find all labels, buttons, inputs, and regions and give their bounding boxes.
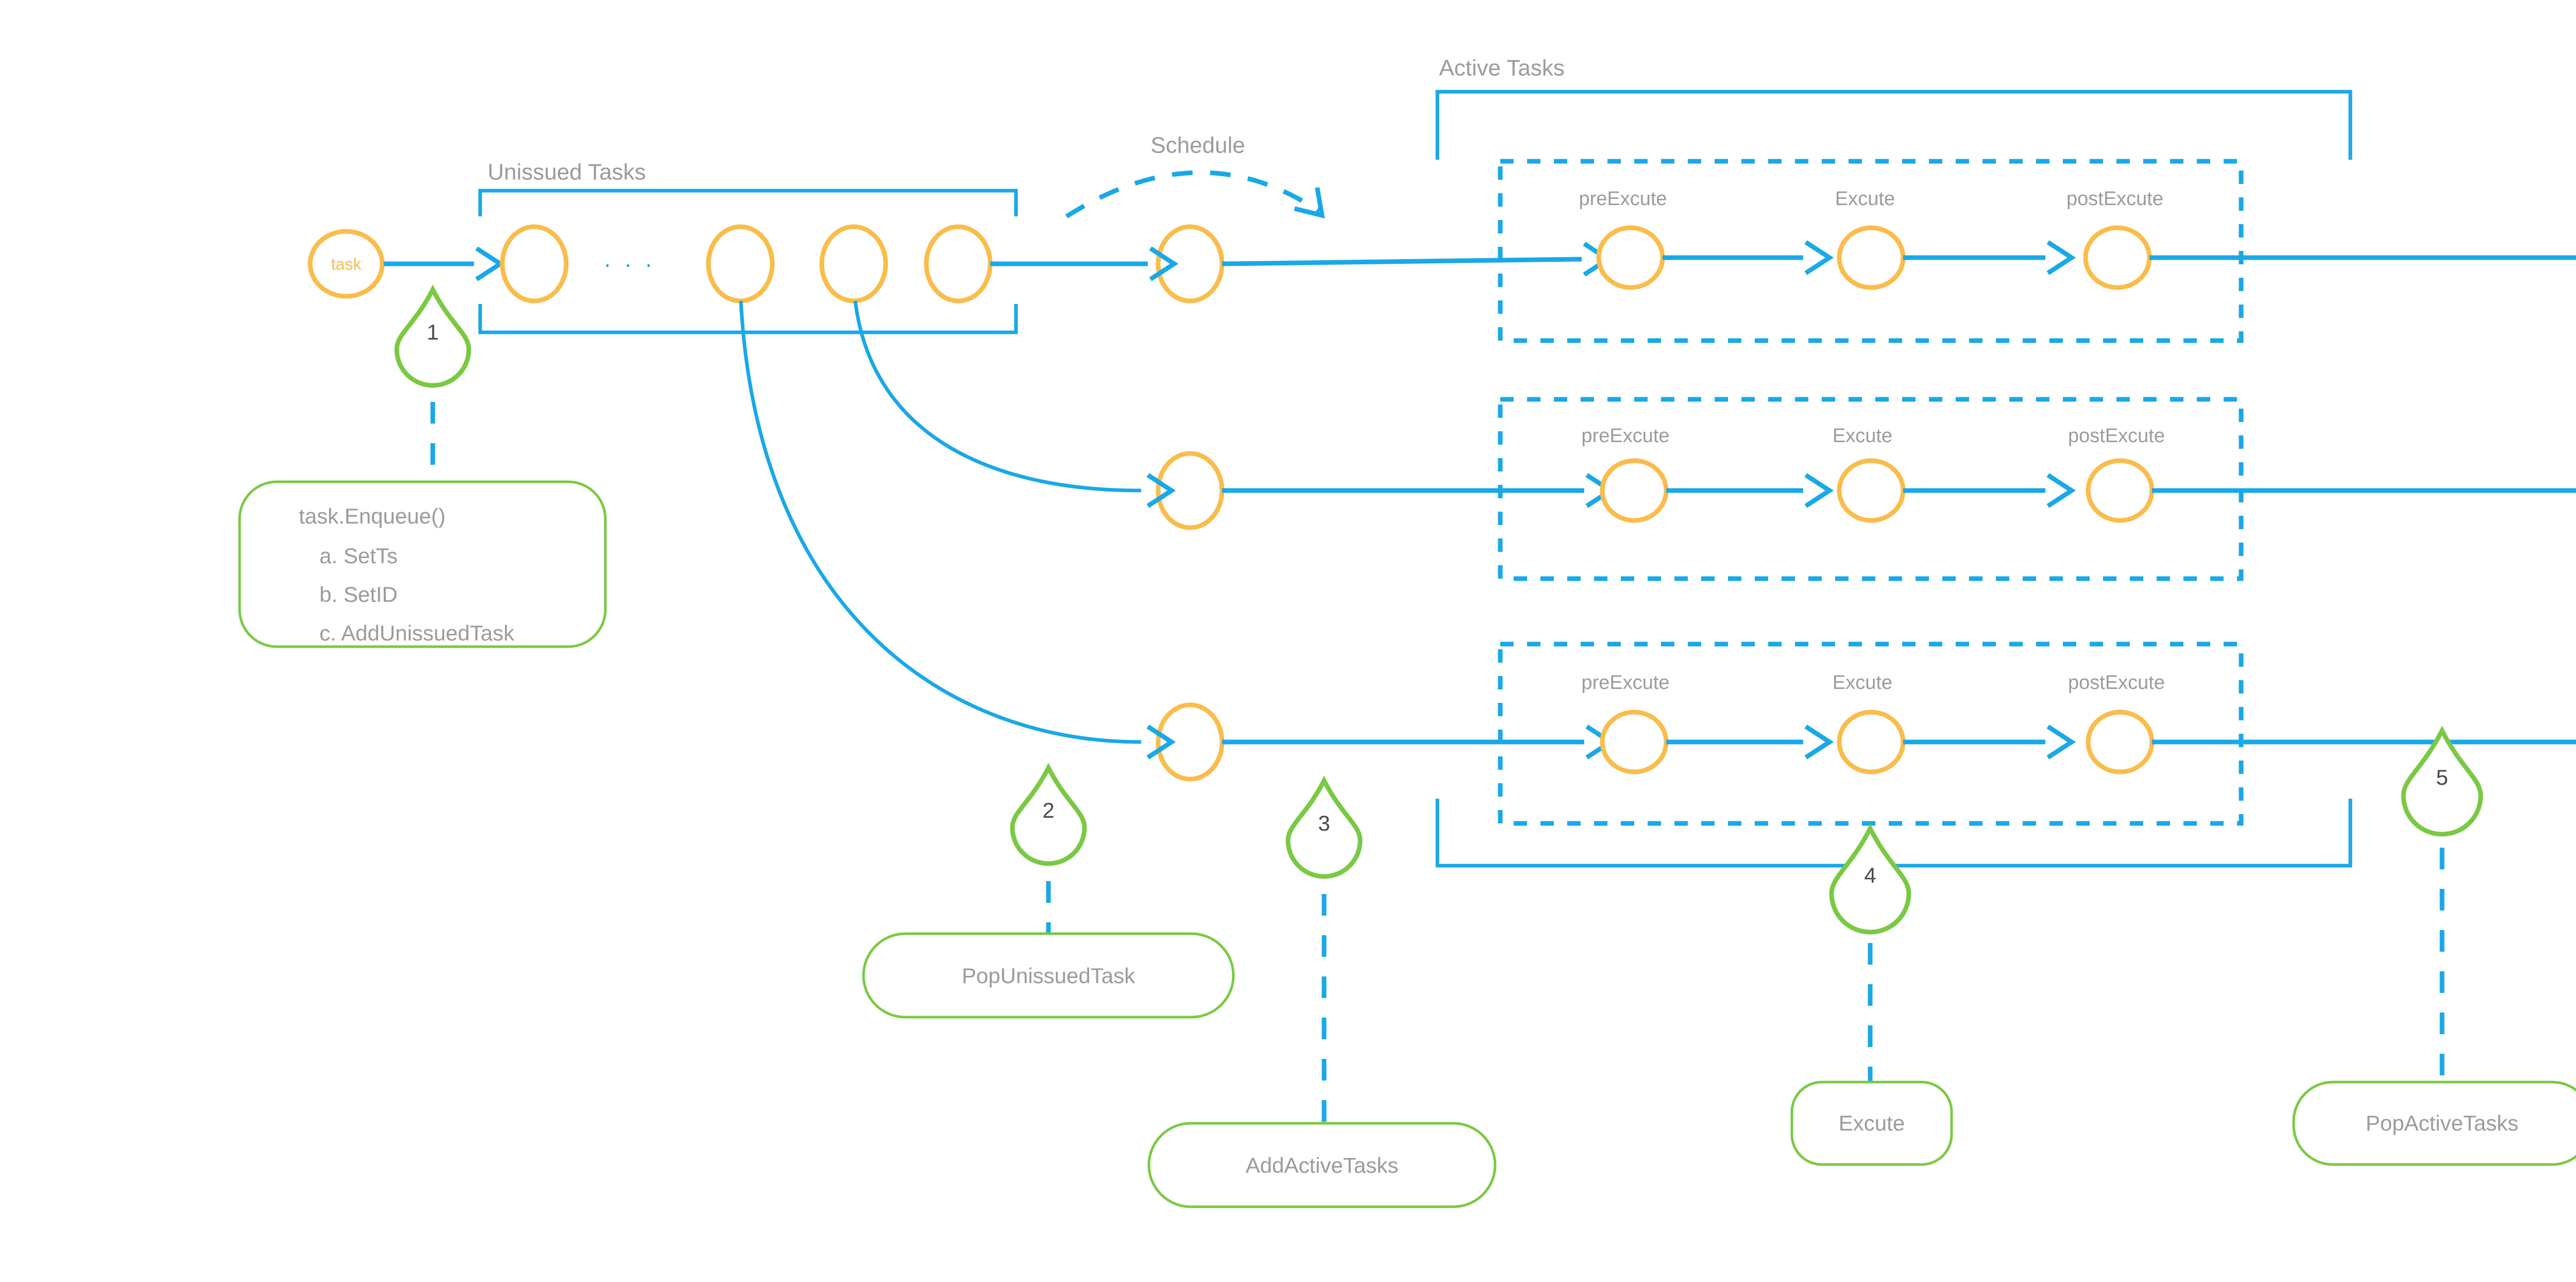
unissued-tasks-label: Unissued Tasks (487, 160, 646, 185)
unissued-queue-nodes: · · · (500, 224, 993, 303)
marker-1-number: 1 (427, 320, 438, 344)
callout-pop-unissued-label: PopUnissuedTask (962, 964, 1136, 988)
schedule-hub-row1[interactable] (1156, 224, 1225, 303)
pipeline-row-1-box (1498, 159, 2244, 343)
row1-preexcute-node[interactable] (1596, 225, 1665, 290)
callout-excute-label: Excute (1839, 1111, 1905, 1135)
marker-2-number: 2 (1042, 798, 1054, 822)
row3-excute-node[interactable] (1837, 710, 1906, 774)
marker-5-number: 5 (2436, 765, 2448, 789)
callout-enqueue-line-2: a. SetTs (319, 544, 398, 568)
row1-preexcute-label: preExcute (1579, 188, 1667, 210)
source-task-label: task (331, 255, 362, 273)
marker-3-number: 3 (1318, 811, 1330, 835)
row2-postexcute-label: postExcute (2068, 425, 2165, 447)
row3-preexcute-node[interactable] (1600, 710, 1669, 774)
marker-pin-2[interactable]: 2 (1010, 763, 1087, 866)
marker-pin-3[interactable]: 3 (1285, 775, 1363, 879)
curve-queue-to-hub-row2 (853, 300, 1172, 506)
row2-excute-node[interactable] (1837, 458, 1906, 523)
callout-enqueue[interactable]: task.Enqueue() a. SetTs b. SetID c. AddU… (238, 480, 607, 648)
row3-excute-label: Excute (1833, 672, 1892, 694)
row3-postexcute-node[interactable] (2086, 710, 2155, 774)
row2-excute-label: Excute (1833, 425, 1892, 447)
row2-preexcute-label: preExcute (1581, 425, 1669, 447)
row2-preexcute-node[interactable] (1600, 458, 1669, 523)
unissued-node-1[interactable] (500, 224, 569, 303)
active-tasks-label: Active Tasks (1439, 56, 1565, 81)
curve-queue-to-hub-row3 (739, 300, 1172, 757)
schedule-hub-nodes (1156, 224, 1225, 782)
callout-add-active-label: AddActiveTasks (1246, 1153, 1398, 1177)
callout-enqueue-line-4: c. AddUnissuedTask (319, 621, 515, 645)
row3-postexcute-label: postExcute (2068, 672, 2165, 694)
callout-enqueue-line-1: task.Enqueue() (299, 504, 446, 528)
marker-pin-4[interactable]: 4 (1829, 823, 1911, 935)
arrow-queue-to-hub-row1 (990, 248, 1174, 279)
pipeline-row-2: preExcute Excute postExcute (1222, 397, 2576, 581)
unissued-node-3[interactable] (819, 224, 888, 303)
schedule-arc (1065, 170, 1325, 219)
pipeline-row-3: preExcute Excute postExcute (1222, 642, 2576, 826)
marker-pin-1[interactable]: 1 (394, 284, 471, 388)
pipeline-row-3-box (1498, 642, 2244, 826)
callout-add-active[interactable]: AddActiveTasks (1147, 1122, 1497, 1208)
callout-pop-unissued[interactable]: PopUnissuedTask (862, 932, 1235, 1019)
row2-postexcute-node[interactable] (2086, 458, 2155, 523)
callout-pop-active[interactable]: PopActiveTasks (2292, 1081, 2576, 1166)
row1-postexcute-node[interactable] (2083, 225, 2152, 290)
callout-enqueue-line-3: b. SetID (319, 582, 398, 606)
unissued-tasks-bracket (478, 189, 1018, 334)
source-task-node[interactable]: task (308, 229, 385, 299)
queue-ellipsis: · · · (603, 250, 656, 277)
arrow-task-to-queue (384, 248, 500, 279)
marker-4-number: 4 (1864, 863, 1876, 887)
row1-excute-label: Excute (1835, 188, 1895, 210)
pipeline-row-1: preExcute Excute postExcute (1222, 159, 2576, 343)
row3-preexcute-label: preExcute (1581, 672, 1669, 694)
schedule-label: Schedule (1150, 133, 1245, 158)
row1-excute-node[interactable] (1837, 225, 1906, 290)
marker-pin-5[interactable]: 5 (2401, 726, 2483, 837)
unissued-node-2[interactable] (706, 224, 775, 303)
callout-excute[interactable]: Excute (1790, 1081, 1953, 1166)
callout-pop-active-label: PopActiveTasks (2366, 1111, 2518, 1135)
unissued-node-4[interactable] (924, 224, 993, 303)
row1-postexcute-label: postExcute (2066, 188, 2163, 210)
